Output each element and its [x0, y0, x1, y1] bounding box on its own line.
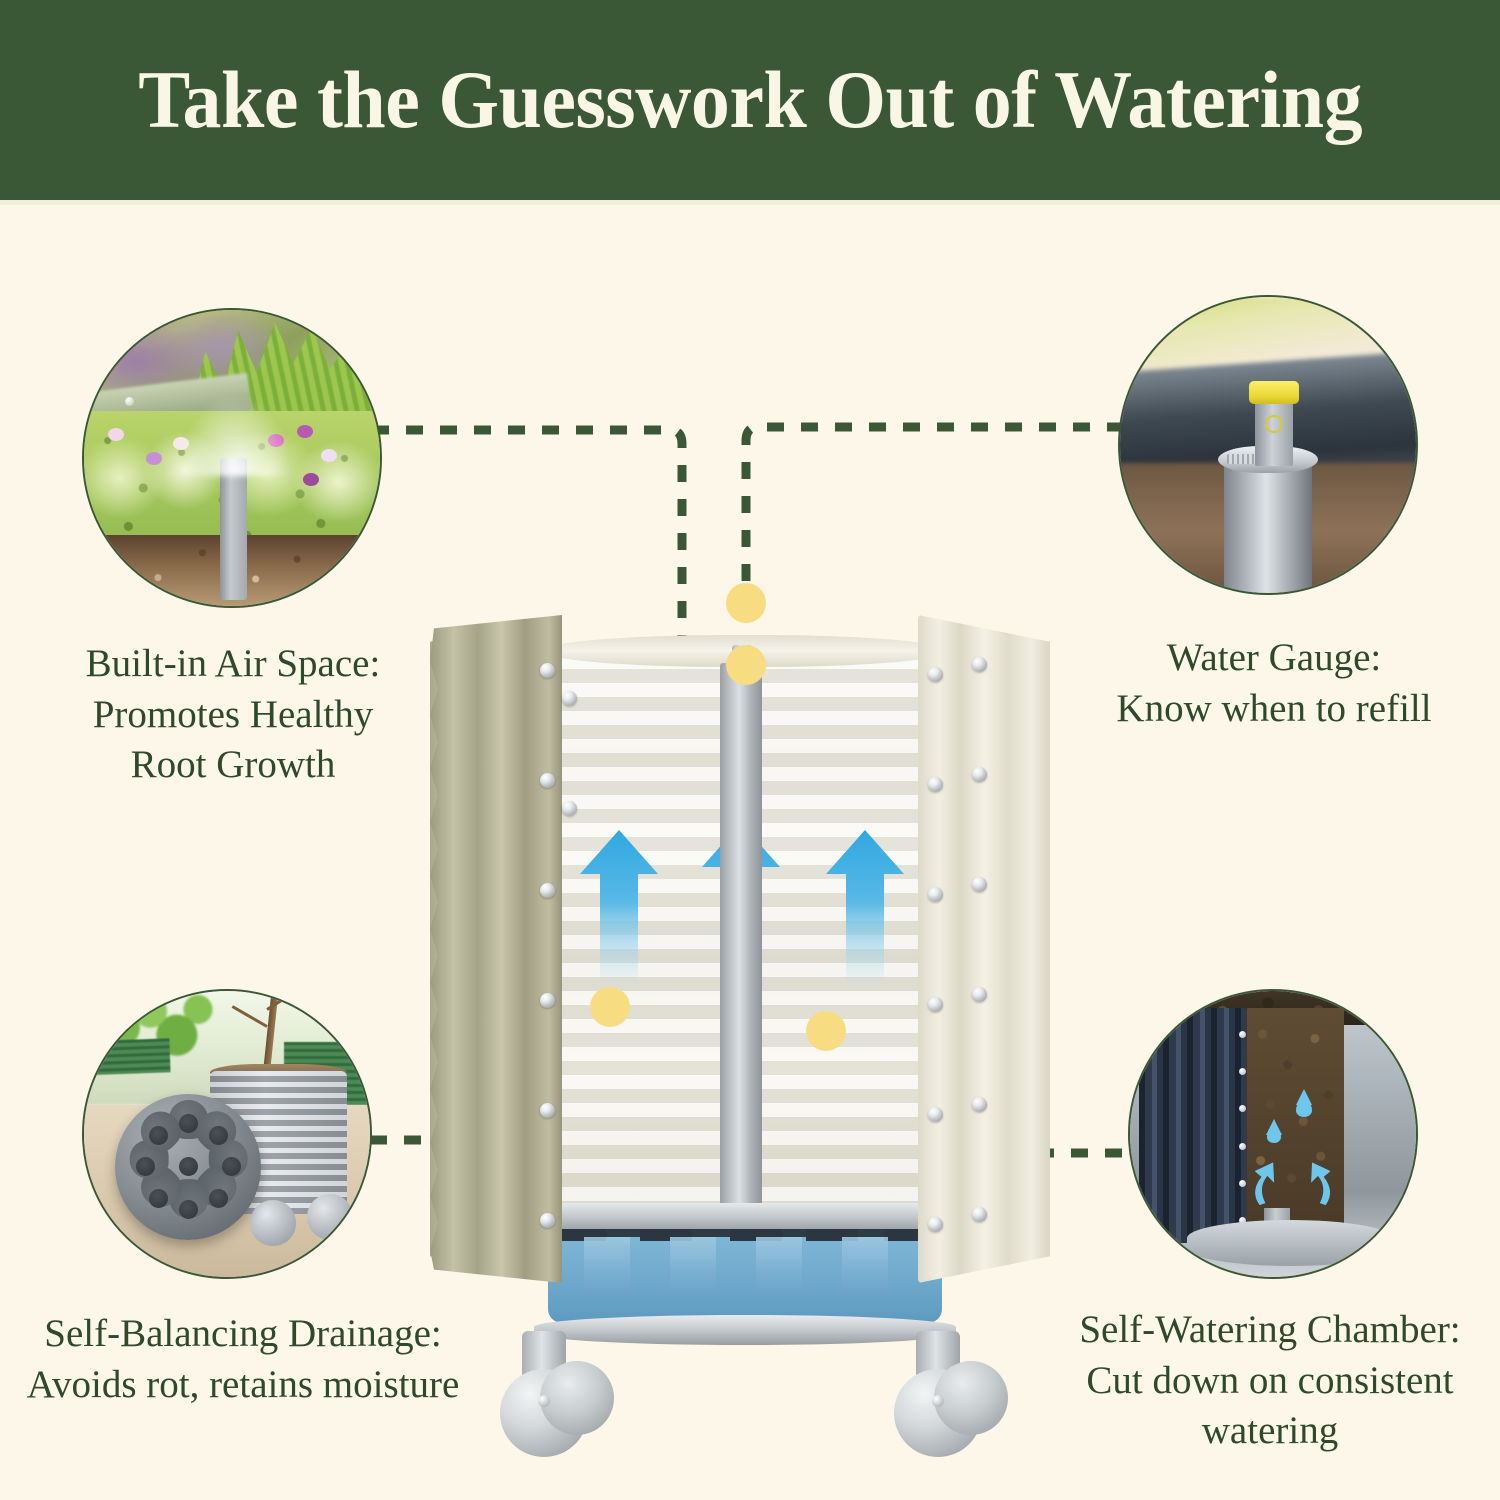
header-banner: Take the Guesswork Out of Watering: [0, 0, 1500, 200]
rivet-icon: [928, 887, 943, 902]
airflow-arrow-icon: [826, 830, 904, 990]
drainage-disc: [115, 1093, 262, 1240]
photo-drainage-base[interactable]: [82, 989, 372, 1279]
page-title: Take the Guesswork Out of Watering: [138, 54, 1362, 145]
rivet-icon: [928, 1217, 943, 1232]
photo-garden-sprinkler[interactable]: [82, 308, 382, 608]
rivet-icon: [928, 1107, 943, 1122]
airflow-arrow-icon: [580, 830, 658, 990]
corrugated-wall-left-profile: [430, 615, 562, 1283]
rivet-icon: [928, 777, 943, 792]
water-drop-icon: [1267, 1128, 1282, 1144]
photo-water-gauge[interactable]: [1118, 295, 1418, 595]
rivet-icon: [540, 773, 555, 788]
callout-dot-chamber[interactable]: [806, 1011, 846, 1051]
caption-air-space: Built-in Air Space: Promotes Healthy Roo…: [85, 642, 381, 787]
planter-base-rim: [530, 1203, 960, 1229]
rivet-icon: [972, 877, 987, 892]
rivet-icon: [540, 1213, 555, 1228]
rivet-icon: [972, 1207, 987, 1222]
caption-drainage: Self-Balancing Drainage: Avoids rot, ret…: [26, 1312, 460, 1406]
rivet-icon: [540, 663, 555, 678]
callout-dot-air-space[interactable]: [726, 583, 766, 623]
chamber-flow-arrows-icon: [1255, 1162, 1331, 1205]
caster-wheel-right: [890, 1331, 1008, 1459]
rivet-icon: [540, 1103, 555, 1118]
callout-dot-drainage[interactable]: [590, 987, 630, 1027]
caption-chamber: Self-Watering Chamber: Cut down on consi…: [1079, 1308, 1461, 1453]
rivet-icon: [540, 993, 555, 1008]
header-divider: [0, 200, 1500, 205]
infographic-canvas: Built-in Air Space: Promotes Healthy Roo…: [0, 205, 1500, 1500]
caster-wheel-left: [496, 1331, 614, 1459]
water-reservoir: [548, 1227, 942, 1323]
callout-dot-water-gauge[interactable]: [726, 645, 766, 685]
planter-base-plate: [534, 1315, 956, 1345]
rivet-icon: [972, 767, 987, 782]
water-gauge-tube: [720, 663, 762, 1253]
rivet-icon: [540, 883, 555, 898]
water-drop-icon: [1295, 1099, 1312, 1117]
photo-self-watering-chamber[interactable]: [1128, 989, 1418, 1279]
rivet-icon: [562, 691, 577, 706]
rivet-icon: [928, 667, 943, 682]
corrugated-wall-right: [918, 615, 1050, 1283]
rivet-icon: [972, 987, 987, 1002]
product-illustration: [430, 615, 1050, 1457]
gauge-yellow-cap-icon: [1248, 381, 1300, 404]
caption-water-gauge: Water Gauge: Know when to refill: [1116, 636, 1432, 730]
rivet-icon: [562, 801, 577, 816]
rivet-icon: [928, 997, 943, 1012]
rivet-icon: [972, 657, 987, 672]
rivet-icon: [972, 1097, 987, 1112]
